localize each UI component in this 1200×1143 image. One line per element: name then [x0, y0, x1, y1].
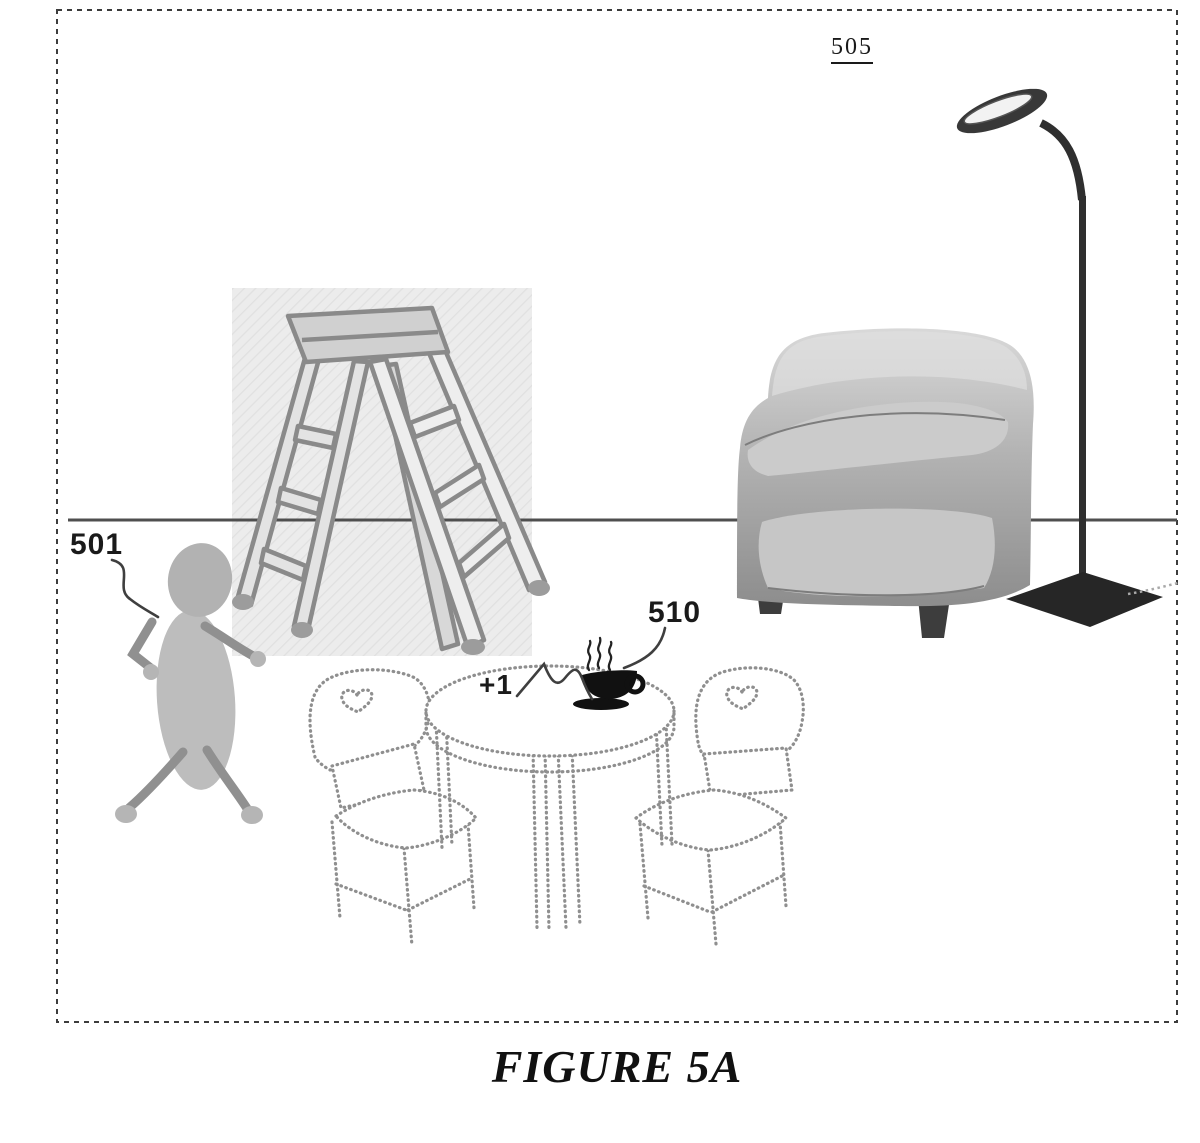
leader-line-plus-one	[515, 661, 594, 701]
figure-border	[56, 9, 1178, 1023]
plus-one-annotation: +1	[479, 669, 513, 700]
label-501: 501	[70, 528, 124, 561]
table-set-drawing	[308, 664, 805, 948]
saucer	[573, 698, 629, 710]
chair-left-stretchers	[334, 876, 474, 912]
chair-right-legs	[638, 820, 788, 946]
lamp-neck	[1039, 119, 1086, 201]
chair-right-seat	[634, 788, 788, 852]
lamp-base	[1006, 572, 1163, 627]
floor-lamp-drawing	[956, 88, 1179, 627]
chair-right-backpanel	[702, 746, 794, 799]
chair-right-stretchers	[642, 874, 784, 914]
label-505: 505	[831, 34, 873, 64]
coffee-cup-icon	[573, 636, 646, 710]
chair-right-drawing	[634, 666, 805, 946]
left-arm	[127, 617, 157, 674]
chair-left-legs	[330, 820, 476, 948]
right-arm	[200, 621, 260, 662]
lamp-cord	[1127, 581, 1179, 596]
table-top	[424, 664, 676, 758]
lamp-pole	[1079, 196, 1086, 596]
label-510: 510	[648, 596, 702, 629]
left-leg	[124, 747, 188, 813]
stick-figure-drawing	[115, 543, 266, 824]
table-drawing	[424, 664, 676, 932]
right-leg	[202, 745, 253, 815]
cup-handle	[624, 673, 646, 695]
heart-cutout-icon	[725, 685, 759, 711]
table-rim	[424, 711, 676, 774]
chair-right-backrest	[694, 666, 805, 760]
figure-caption: FIGURE 5A	[491, 1041, 743, 1092]
ladder-drawing	[232, 305, 550, 655]
leader-line-501	[110, 558, 160, 619]
cup-body	[582, 670, 637, 700]
chair-left-backrest	[308, 668, 432, 772]
leader-line-510	[622, 626, 667, 670]
heart-cutout-icon	[340, 688, 374, 714]
steam-icon	[586, 636, 613, 672]
armchair-drawing	[737, 328, 1034, 638]
